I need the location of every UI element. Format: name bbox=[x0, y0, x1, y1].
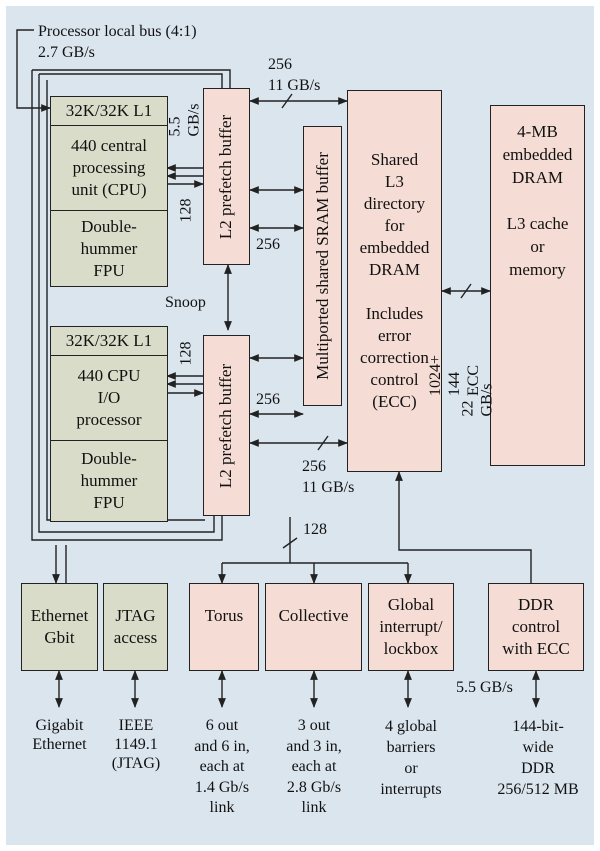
ddr-link-rate: 5.5 GB/s bbox=[456, 679, 513, 696]
bus-rate: 2.7 GB/s bbox=[38, 44, 95, 61]
ddr-external: 144-bit- wide DDR 256/512 MB bbox=[497, 718, 579, 798]
io-processor-label: 440 CPU I/O processor bbox=[76, 366, 142, 429]
ethernet-external: Gigabit Ethernet bbox=[32, 717, 87, 753]
l1-cache-label: 32K/32K L1 bbox=[51, 327, 167, 356]
fpu-label: Double- hummer FPU bbox=[51, 440, 167, 521]
top-bus-rate: 11 GB/s bbox=[268, 77, 321, 94]
torus-external: 6 out and 6 in, each at 1.4 Gb/s link bbox=[194, 717, 250, 816]
cpu0-link-rate: 5.5 GB/s bbox=[166, 103, 202, 137]
torus-block: Torus bbox=[189, 583, 259, 671]
io-bus-width: 128 bbox=[303, 521, 327, 538]
fpu-label: Double- hummer FPU bbox=[51, 210, 167, 286]
sram-link-width-upper: 256 bbox=[256, 236, 280, 253]
shared-sram-buffer: Multiported shared SRAM buffer bbox=[303, 126, 342, 406]
bottom-bus-rate: 11 GB/s bbox=[302, 479, 355, 496]
dram-link-rate: 22 GB/s bbox=[459, 383, 495, 417]
jtag-block: JTAG access bbox=[103, 583, 168, 671]
bus-title: Processor local bus (4:1) bbox=[38, 23, 197, 40]
cpu-block: 32K/32K L1 440 central processing unit (… bbox=[50, 96, 168, 287]
cpu1-link-width: 128 bbox=[177, 341, 195, 365]
jtag-external: IEEE 1149.1 (JTAG) bbox=[111, 717, 161, 772]
collective-external: 3 out and 3 in, each at 2.8 Gb/s link bbox=[286, 717, 342, 816]
cpu-core-label: 440 central processing unit (CPU) bbox=[71, 136, 147, 199]
io-processor-block: 32K/32K L1 440 CPU I/O processor Double-… bbox=[50, 326, 168, 522]
snoop-label: Snoop bbox=[165, 294, 206, 311]
ddr-control-block: DDR control with ECC bbox=[488, 583, 584, 671]
global-interrupt-block: Global interrupt/ lockbox bbox=[368, 583, 454, 671]
l3-directory: Shared L3 directory for embedded DRAM In… bbox=[347, 90, 442, 472]
sram-link-width-lower: 256 bbox=[256, 391, 280, 408]
bottom-bus-width: 256 bbox=[302, 458, 326, 475]
top-bus-width: 256 bbox=[268, 56, 292, 73]
cpu0-link-width: 128 bbox=[177, 198, 195, 222]
l1-cache-label: 32K/32K L1 bbox=[51, 97, 167, 126]
ethernet-block: Ethernet Gbit bbox=[21, 583, 98, 671]
collective-block: Collective bbox=[265, 583, 362, 671]
l2-prefetch-buffer-upper: L2 prefetch buffer bbox=[203, 88, 250, 265]
l2-prefetch-buffer-lower: L2 prefetch buffer bbox=[203, 335, 250, 516]
global-external: 4 global barriers or interrupts bbox=[380, 718, 442, 798]
dram-link-width: 1024+ 144 ECC bbox=[427, 354, 483, 396]
embedded-dram: 4-MB embedded DRAM L3 cache or memory bbox=[490, 105, 585, 466]
